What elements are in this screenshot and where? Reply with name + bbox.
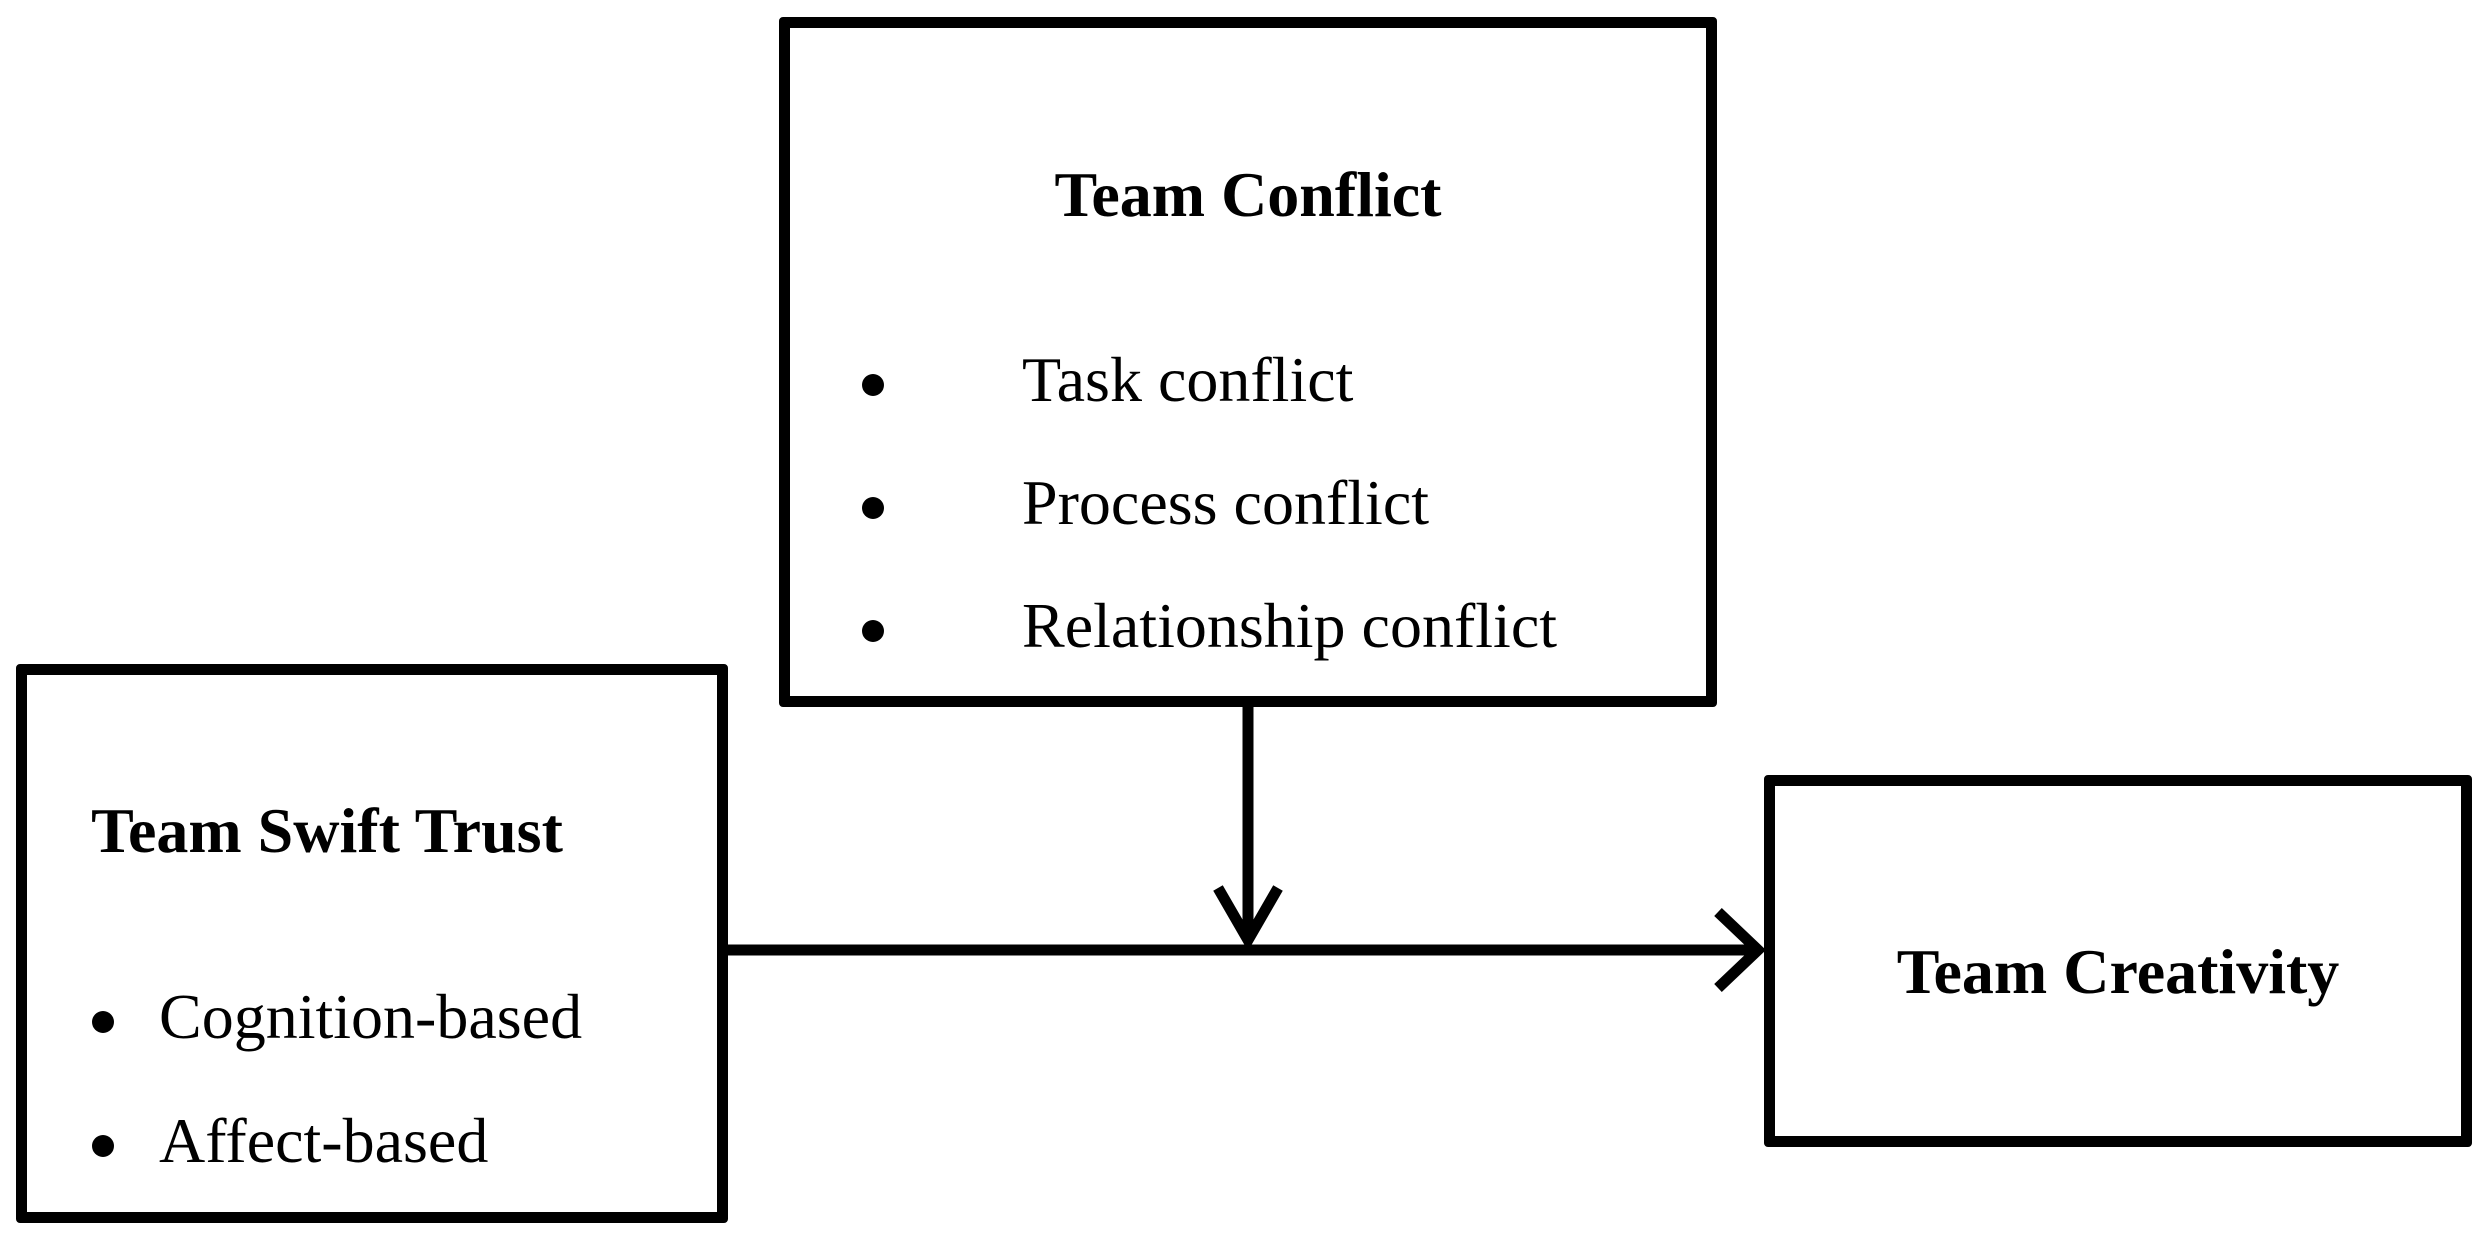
list-item: Process conflict: [862, 471, 1557, 594]
team-conflict-title: Team Conflict: [1054, 159, 1442, 230]
list-item-label: Relationship conflict: [1022, 590, 1557, 661]
arrowhead-path: [1213, 885, 1283, 952]
list-item-label: Process conflict: [1022, 467, 1429, 538]
team-creativity-box: Team Creativity: [1764, 775, 2472, 1147]
bullet-icon: [92, 1135, 114, 1157]
team-conflict-list: Task conflict Process conflict Relations…: [862, 348, 1557, 717]
list-item: Affect-based: [92, 1109, 582, 1233]
team-swift-trust-list: Cognition-based Affect-based: [92, 985, 582, 1233]
bullet-icon: [862, 497, 884, 519]
team-creativity-title: Team Creativity: [1896, 936, 2340, 1007]
list-item: Cognition-based: [92, 985, 582, 1109]
bullet-icon: [862, 620, 884, 642]
bullet-icon: [92, 1011, 114, 1033]
list-item: Task conflict: [862, 348, 1557, 471]
list-item-label: Cognition-based: [159, 981, 583, 1052]
arrowhead-creativity: [1714, 908, 1766, 992]
list-item-label: Affect-based: [159, 1105, 489, 1176]
list-item: Relationship conflict: [862, 594, 1557, 717]
team-swift-trust-title: Team Swift Trust: [91, 795, 563, 866]
list-item-label: Task conflict: [1022, 344, 1354, 415]
team-conflict-box: Team Conflict Task conflict Process conf…: [779, 17, 1717, 707]
bullet-icon: [862, 374, 884, 396]
team-swift-trust-box: Team Swift Trust Cognition-based Affect-…: [16, 664, 728, 1223]
